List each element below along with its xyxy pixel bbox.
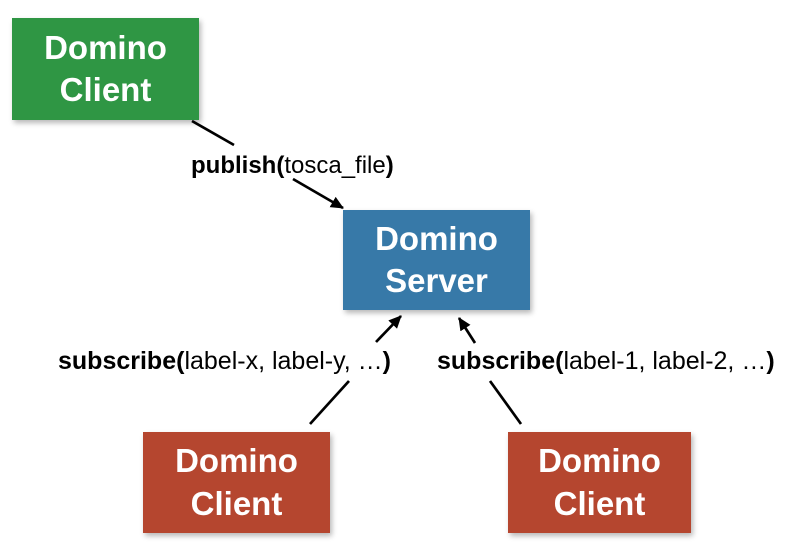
node-label-line: Domino <box>375 219 498 257</box>
edge-label-arg: label-x, label-y, … <box>184 347 383 375</box>
node-label-line: Domino <box>538 442 661 480</box>
edge-label-call-open: subscribe( <box>58 347 185 375</box>
node-label-line: Domino <box>44 28 167 66</box>
node-domino-server: Domino Server <box>343 210 530 310</box>
edge-label-call-close: ) <box>766 347 775 375</box>
edge-label-arg: tosca_file <box>284 152 386 179</box>
subscribe-left-arrow-segment-upper <box>375 315 402 343</box>
node-domino-client-publisher: Domino Client <box>12 18 199 120</box>
edge-label-subscribe-left: subscribe(label-x, label-y, …) <box>58 347 391 376</box>
edge-label-call-close: ) <box>385 152 394 179</box>
publish-arrow-segment-upper <box>191 119 235 147</box>
subscribe-left-arrow-segment-lower <box>309 380 350 425</box>
subscribe-right-arrow-segment-lower <box>488 380 523 425</box>
node-label-line: Client <box>59 71 152 108</box>
edge-label-call-open: publish( <box>191 152 285 179</box>
edge-label-arg: label-1, label-2, … <box>563 347 767 375</box>
edge-label-call-open: subscribe( <box>437 347 564 375</box>
subscribe-right-arrow-segment-upper <box>457 317 477 344</box>
node-domino-client-subscriber-left: Domino Client <box>143 432 330 533</box>
edge-label-call-close: ) <box>382 347 391 375</box>
node-label-line: Client <box>190 484 283 522</box>
edge-label-publish: publish(tosca_file) <box>191 152 394 180</box>
publish-arrow-segment-lower <box>292 177 344 210</box>
edge-label-subscribe-right: subscribe(label-1, label-2, …) <box>437 347 775 376</box>
node-label-line: Domino <box>175 442 298 480</box>
node-label-line: Client <box>553 484 646 522</box>
node-label-line: Server <box>385 262 488 299</box>
node-domino-client-subscriber-right: Domino Client <box>508 432 691 533</box>
